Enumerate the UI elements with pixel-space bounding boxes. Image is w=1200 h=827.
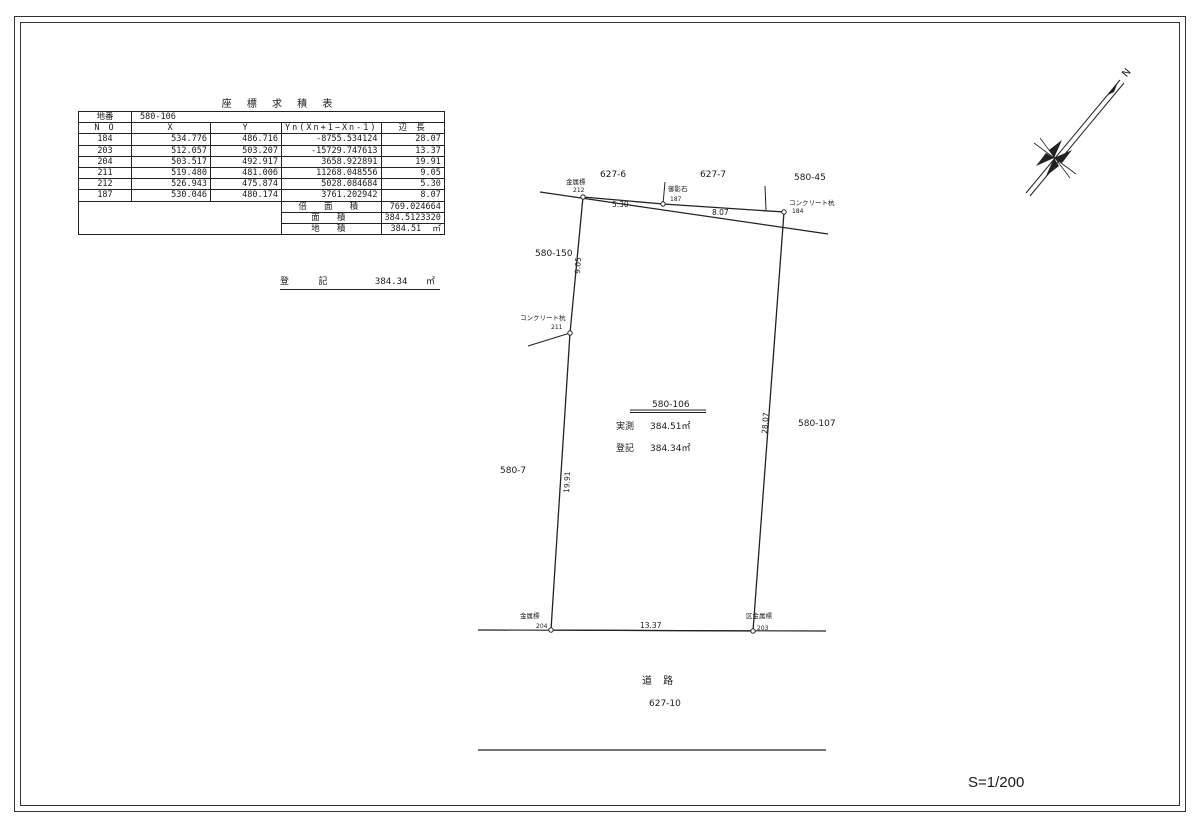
registered-area-line: 登 記 384.34 ㎡ <box>280 274 440 290</box>
coordinate-area-table: 地番 580-106 N O X Y Yn(Xn+1−Xn-1) 辺 長 184… <box>78 110 445 236</box>
registered-unit: ㎡ <box>425 277 435 287</box>
north-arrow-icon: N <box>1025 67 1134 197</box>
point-187-no: 187 <box>670 196 682 203</box>
neighbor-lot-580-45: 580-45 <box>794 173 826 183</box>
measured-area: 384.51㎡ <box>650 421 691 432</box>
lot-polygon <box>550 196 785 632</box>
point-187 <box>660 201 666 207</box>
point-212-no: 212 <box>573 187 585 194</box>
table-row: 204 503.517 492.917 3658.922891 19.91 <box>78 155 445 168</box>
point-203-no: 203 <box>757 625 769 632</box>
cell-length: 5.30 <box>380 178 445 191</box>
cell-y: 475.874 <box>210 178 282 191</box>
point-212-type: 金属標 <box>566 177 586 186</box>
header-y: Y <box>210 122 282 135</box>
registered-map-label: 登記 <box>616 442 634 454</box>
registered-label: 登 記 <box>280 277 340 287</box>
table-row: 212 526.943 475.874 5028.084684 5.30 <box>78 178 445 191</box>
point-187-type: 御影石 <box>668 184 688 193</box>
land-area-unit: ㎡ <box>432 223 441 234</box>
distance-184-203: 28.07 <box>760 412 770 434</box>
land-area-value: 384.51 <box>390 223 422 234</box>
neighbor-lot-580-107: 580-107 <box>798 419 836 429</box>
measured-label: 実測 <box>616 420 634 432</box>
neighbor-lot-580-150: 580-150 <box>535 249 573 259</box>
land-area-row: 地 積 384.51 ㎡ <box>78 222 445 236</box>
cell-y: 480.174 <box>210 189 282 202</box>
table-row: 184 534.776 486.716 -8755.534124 28.07 <box>78 133 445 146</box>
cell-length: 8.07 <box>380 189 445 202</box>
distance-211-204: 19.91 <box>562 471 572 493</box>
point-184-type: コンクリート杭 <box>789 198 835 207</box>
point-211-no: 211 <box>551 324 563 331</box>
registered-value: 384.34 <box>374 277 408 287</box>
cell-x: 503.517 <box>131 155 211 168</box>
point-211-type: コンクリート杭 <box>520 313 566 322</box>
cell-y: 492.917 <box>210 155 282 168</box>
header-length: 辺 長 <box>380 122 445 135</box>
area-row: 面 積 384.5123320 <box>78 211 445 224</box>
point-184-no: 184 <box>792 208 804 215</box>
point-203-type: 区金属標 <box>746 611 773 620</box>
double-area-value: 769.024664 <box>380 200 445 213</box>
inner-frame <box>20 22 1180 806</box>
distance-187-184: 8.07 <box>712 208 729 217</box>
north-label: N <box>1120 67 1133 80</box>
cell-no: 187 <box>78 189 132 202</box>
neighbor-lot-627-7: 627-7 <box>700 170 726 180</box>
header-row: N O X Y Yn(Xn+1−Xn-1) 辺 長 <box>78 122 445 135</box>
cell-yn: -8755.534124 <box>281 133 382 146</box>
cell-x: 519.480 <box>131 166 211 180</box>
distance-212-211: 9.05 <box>573 257 583 274</box>
neighbor-lot-627-6: 627-6 <box>600 170 626 180</box>
double-area-row: 倍 面 積 769.024664 <box>78 200 445 213</box>
distance-204-203: 13.37 <box>640 621 662 630</box>
cell-length: 28.07 <box>380 133 445 146</box>
scale-label: S=1/200 <box>968 774 1025 791</box>
registered-map-area: 384.34㎡ <box>650 443 691 454</box>
cell-y: 503.207 <box>210 144 282 157</box>
distance-212-187: 5.30 <box>612 200 629 209</box>
neighbor-tick <box>764 185 767 211</box>
point-204-type: 金属標 <box>520 611 540 620</box>
point-204-no: 204 <box>536 623 548 630</box>
cell-yn: 11268.048556 <box>281 166 382 180</box>
table-row: 211 519.480 481.006 11268.048556 9.05 <box>78 166 445 180</box>
table-row: 203 512.057 503.207 -15729.747613 13.37 <box>78 144 445 157</box>
subject-lot-number: 580-106 <box>652 400 690 410</box>
north-boundary-line <box>539 191 829 235</box>
point-212 <box>580 194 586 200</box>
area-label: 面 積 <box>281 211 382 224</box>
outer-frame <box>14 16 1186 812</box>
point-184 <box>781 209 787 215</box>
cell-length: 19.91 <box>380 155 445 168</box>
point-211 <box>567 330 573 336</box>
cell-yn: 5028.084684 <box>281 178 382 191</box>
cell-y: 486.716 <box>210 133 282 146</box>
table-title: 座 標 求 積 表 <box>221 99 339 110</box>
area-value: 384.5123320 <box>380 211 445 224</box>
marker-187-tick <box>662 181 666 205</box>
west-neighbor-line <box>527 332 571 347</box>
road-label: 道 路 <box>642 674 677 687</box>
cell-length: 9.05 <box>380 166 445 180</box>
point-203 <box>750 628 756 634</box>
cell-y: 481.006 <box>210 166 282 180</box>
road-lot-627-10: 627-10 <box>649 699 681 709</box>
cell-x: 526.943 <box>131 178 211 191</box>
neighbor-lot-580-7: 580-7 <box>500 466 526 476</box>
lot-row: 地番 580-106 <box>78 110 445 124</box>
cell-length: 13.37 <box>380 144 445 157</box>
table-row: 187 530.046 480.174 3761.202942 8.07 <box>78 189 445 202</box>
point-204 <box>548 627 554 633</box>
